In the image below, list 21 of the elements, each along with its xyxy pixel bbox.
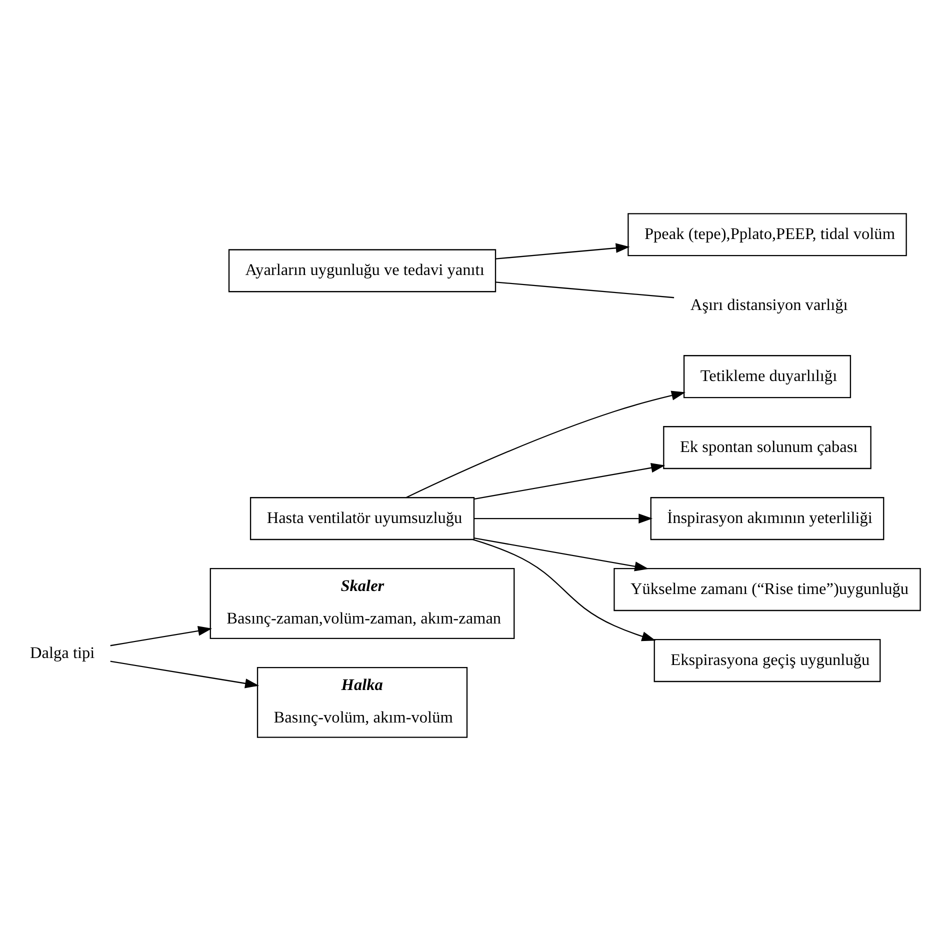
node-box: Ekspirasyona geçiş uygunluğu bbox=[653, 638, 880, 682]
node-text: Dalga tipi bbox=[30, 642, 94, 662]
node-box: Halka Basınç-volüm, akım-volüm bbox=[256, 666, 468, 738]
arrow bbox=[110, 626, 212, 646]
arrow bbox=[472, 538, 656, 641]
node-box: İnspirasyon akımının yeterliliği bbox=[650, 496, 884, 540]
node-box: Ek spontan solunum çabası bbox=[662, 426, 871, 469]
node-box: Skaler Basınç-zaman,volüm-zaman, akım-zaman bbox=[209, 568, 514, 638]
node-text: Aşırı distansiyon varlığı bbox=[690, 294, 848, 314]
arrow bbox=[405, 390, 685, 498]
arrow bbox=[473, 513, 652, 523]
node-box: Tetikleme duyarlılığı bbox=[682, 354, 851, 398]
arrow bbox=[473, 462, 665, 500]
arrow bbox=[110, 660, 259, 688]
node-box: Ayarların uygunluğu ve tedavi yanıtı bbox=[228, 248, 496, 292]
arrow bbox=[473, 536, 648, 571]
node-box: Hasta ventilatör uyumsuzluğu bbox=[249, 496, 474, 540]
node-box: Yükselme zamanı (“Rise time”)uygunluğu bbox=[613, 568, 920, 611]
connector bbox=[495, 281, 674, 298]
arrow bbox=[495, 242, 630, 259]
node-box: Ppeak (tepe),Pplato,PEEP, tidal volüm bbox=[627, 212, 906, 256]
